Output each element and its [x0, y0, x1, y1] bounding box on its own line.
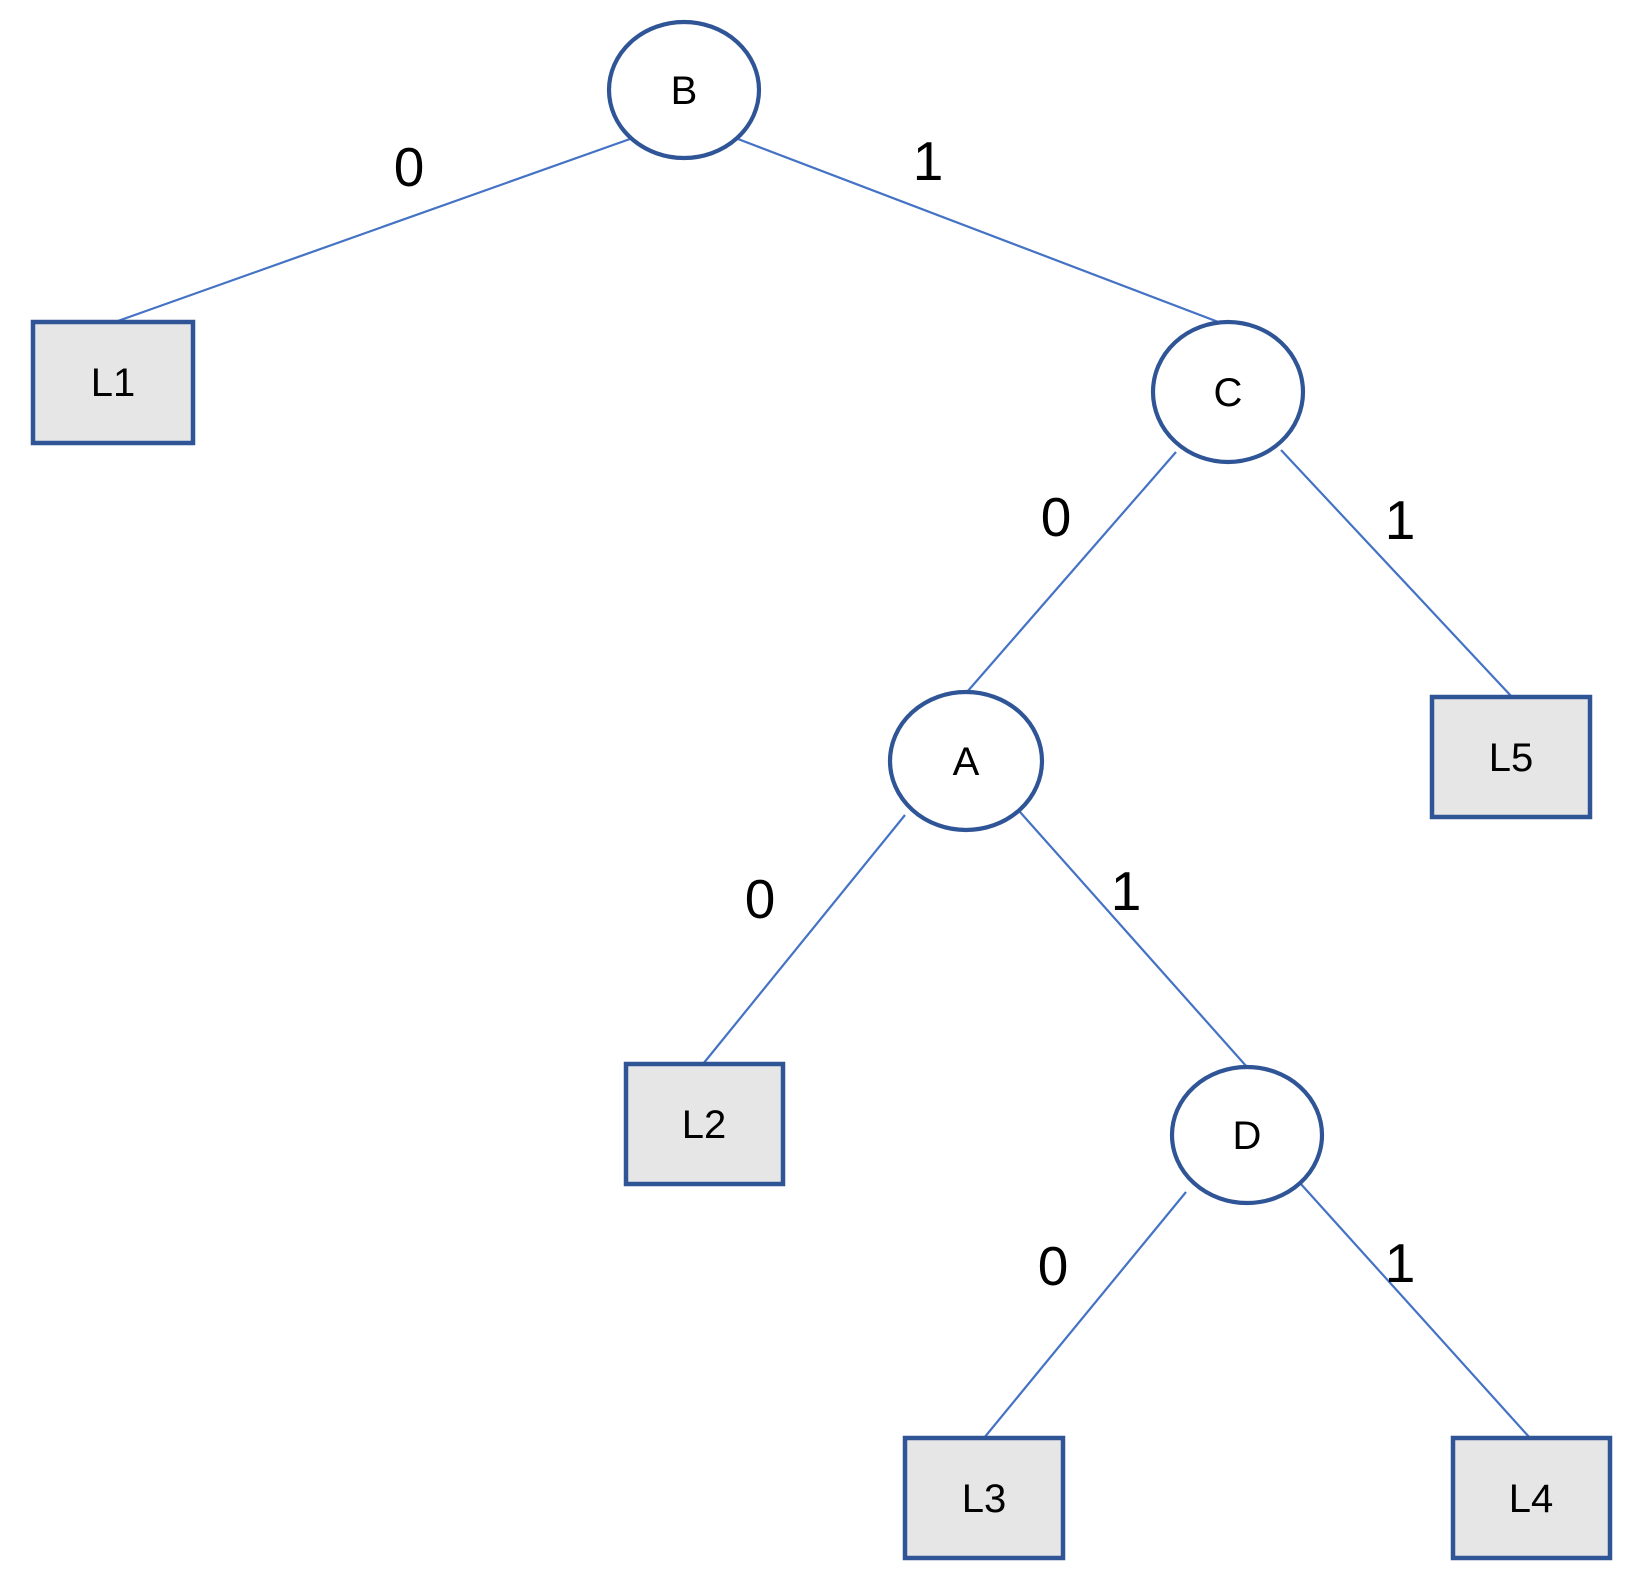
node-l3-label: L3 — [962, 1477, 1007, 1521]
edge-a-d-label: 1 — [1111, 860, 1142, 922]
node-a-circle — [887, 689, 1045, 833]
edge-c-a-label: 0 — [1041, 486, 1072, 548]
edge-b-c — [737, 137, 1222, 325]
edge-b-c-label: 1 — [913, 130, 944, 192]
node-c-circle — [1150, 319, 1306, 465]
edge-b-l1 — [114, 137, 631, 324]
edge-d-l3-label: 0 — [1038, 1235, 1069, 1297]
edge-c-l5 — [1280, 449, 1513, 698]
edge-a-d — [1019, 811, 1248, 1068]
node-l1-label: L1 — [91, 361, 136, 405]
node-b-circle — [606, 19, 762, 161]
node-c-label: C — [1214, 371, 1243, 415]
node-l2-label: L2 — [682, 1103, 727, 1147]
edge-c-a — [966, 451, 1177, 693]
edge-d-l3 — [983, 1191, 1187, 1439]
node-a-label: A — [953, 740, 980, 784]
node-d-circle — [1169, 1064, 1325, 1206]
edge-c-l5-label: 1 — [1385, 489, 1416, 551]
edge-a-l2-label: 0 — [745, 868, 776, 930]
node-d-label: D — [1233, 1114, 1262, 1158]
node-l1-rect — [30, 319, 196, 446]
node-l5-rect — [1429, 694, 1593, 820]
edge-a-l2 — [702, 814, 906, 1065]
node-l4-rect — [1450, 1435, 1613, 1561]
edge-d-l4 — [1299, 1182, 1531, 1439]
edge-d-l4-label: 1 — [1385, 1232, 1416, 1294]
node-l4-label: L4 — [1509, 1477, 1554, 1521]
node-l2-rect — [623, 1061, 786, 1187]
node-b-label: B — [671, 69, 698, 113]
node-l5-label: L5 — [1489, 736, 1534, 780]
node-l3-rect — [902, 1435, 1066, 1561]
edge-b-l1-label: 0 — [394, 136, 425, 198]
